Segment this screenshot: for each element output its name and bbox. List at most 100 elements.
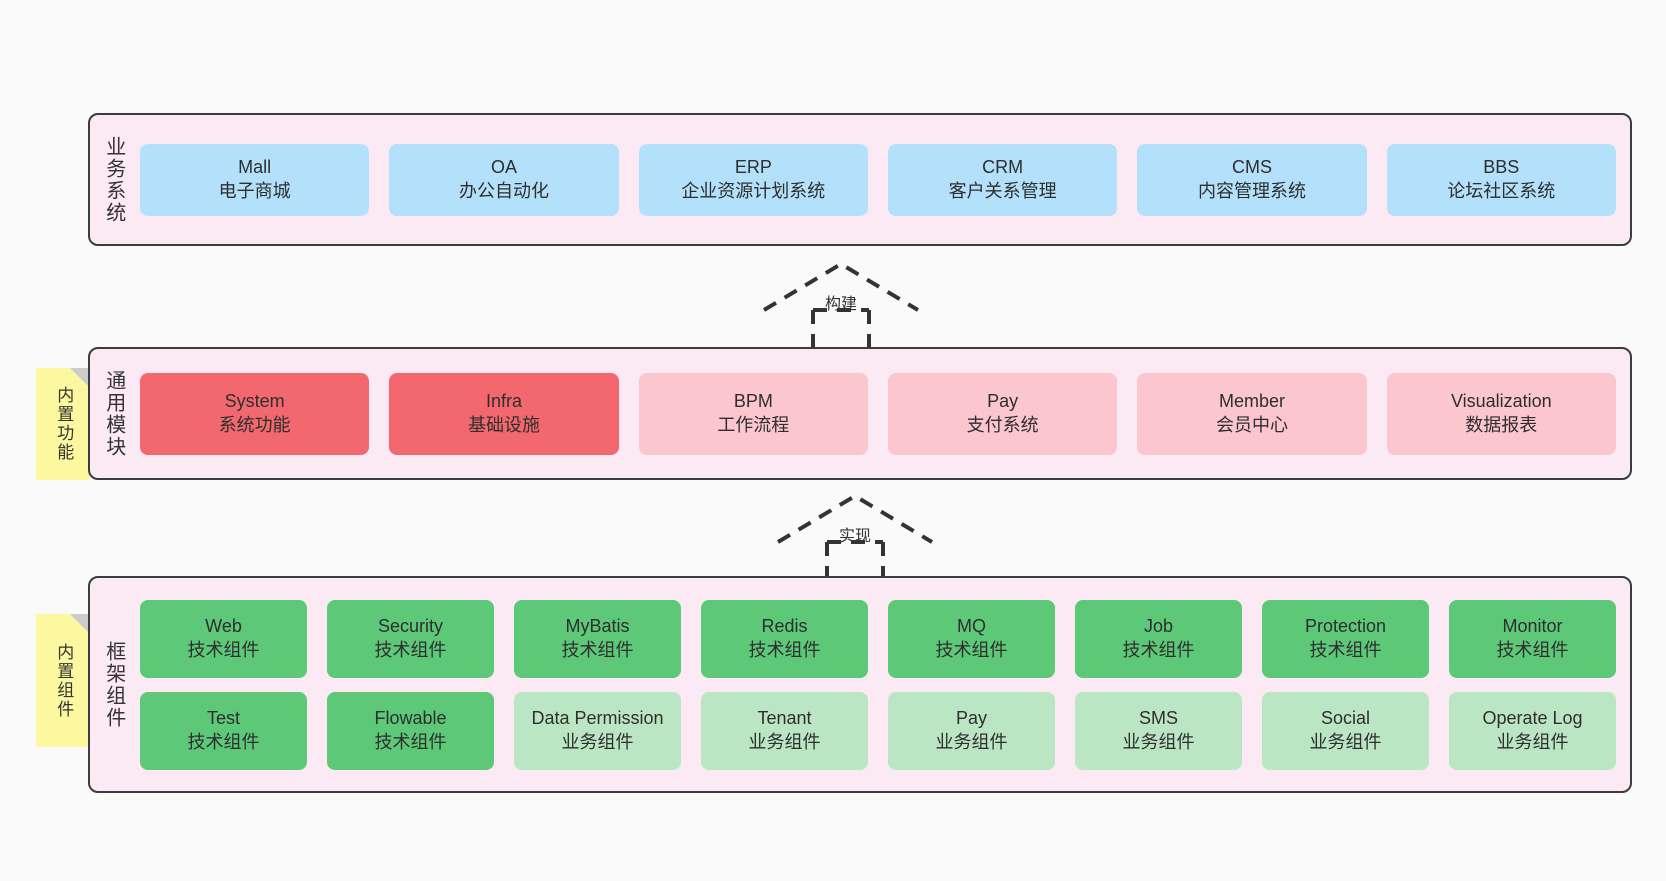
node-bbs-name: BBS	[1483, 156, 1520, 177]
layer-common-title: 通用模块	[102, 369, 125, 458]
layer-common-body: System 系统功能 Infra 基础设施 BPM 工作流程 Pay 支付系统…	[136, 349, 1630, 478]
node-tenant[interactable]: Tenant 业务组件	[701, 691, 868, 770]
node-erp[interactable]: ERP 企业资源计划系统	[638, 143, 868, 216]
node-bbs[interactable]: BBS 论坛社区系统	[1386, 143, 1616, 216]
node-cms[interactable]: CMS 内容管理系统	[1137, 143, 1367, 216]
node-tenant-name: Tenant	[757, 707, 812, 728]
node-sms-desc: 业务组件	[1122, 731, 1195, 752]
node-operate-log[interactable]: Operate Log 业务组件	[1449, 691, 1616, 770]
node-infra-name: Infra	[485, 390, 522, 411]
node-redis[interactable]: Redis 技术组件	[701, 599, 868, 678]
sticky-fold-icon	[70, 614, 90, 634]
node-job-desc: 技术组件	[1122, 639, 1195, 660]
arrow-build-label: 构建	[824, 296, 858, 313]
node-mq[interactable]: MQ 技术组件	[888, 599, 1055, 678]
node-social-desc: 业务组件	[1309, 731, 1382, 752]
layer-business-body: Mall 电子商城 OA 办公自动化 ERP 企业资源计划系统 CRM 客户关系…	[136, 115, 1630, 244]
node-monitor-name: Monitor	[1502, 615, 1563, 636]
node-mybatis-name: MyBatis	[565, 615, 630, 636]
node-test[interactable]: Test 技术组件	[140, 691, 307, 770]
node-system-desc: 系统功能	[218, 414, 291, 435]
node-redis-name: Redis	[761, 615, 808, 636]
node-bpm[interactable]: BPM 工作流程	[638, 372, 868, 455]
node-oa[interactable]: OA 办公自动化	[389, 143, 619, 216]
node-test-desc: 技术组件	[187, 731, 260, 752]
arrow-build-glyph	[762, 261, 920, 352]
node-crm-name: CRM	[982, 156, 1024, 177]
node-web-desc: 技术组件	[187, 639, 260, 660]
node-monitor[interactable]: Monitor 技术组件	[1449, 599, 1616, 678]
arrow-implement-label: 实现	[838, 528, 872, 545]
node-visualization[interactable]: Visualization 数据报表	[1386, 372, 1616, 455]
node-visualization-name: Visualization	[1450, 390, 1552, 411]
node-pay-component-name: Pay	[955, 707, 988, 728]
node-crm-desc: 客户关系管理	[948, 180, 1057, 201]
node-mq-desc: 技术组件	[935, 639, 1008, 660]
node-bbs-desc: 论坛社区系统	[1447, 180, 1556, 201]
node-protection-desc: 技术组件	[1309, 639, 1382, 660]
node-system-name: System	[224, 390, 285, 411]
sticky-note-builtin-components-label: 内置组件	[54, 642, 74, 719]
node-cms-name: CMS	[1231, 156, 1272, 177]
sticky-note-builtin-components: 内置组件	[36, 614, 90, 747]
node-protection-name: Protection	[1304, 615, 1387, 636]
node-mybatis[interactable]: MyBatis 技术组件	[514, 599, 681, 678]
node-mq-name: MQ	[957, 615, 986, 636]
node-flowable[interactable]: Flowable 技术组件	[327, 691, 494, 770]
node-oa-desc: 办公自动化	[458, 180, 549, 201]
node-test-name: Test	[206, 707, 240, 728]
arrow-implement: 实现	[770, 490, 940, 586]
node-social-name: Social	[1320, 707, 1371, 728]
layer-framework-row-technical: Web 技术组件 Security 技术组件 MyBatis 技术组件 Redi…	[140, 599, 1616, 678]
node-crm[interactable]: CRM 客户关系管理	[887, 143, 1118, 216]
node-system[interactable]: System 系统功能	[140, 372, 370, 455]
node-job[interactable]: Job 技术组件	[1075, 599, 1242, 678]
node-flowable-desc: 技术组件	[374, 731, 447, 752]
node-flowable-name: Flowable	[374, 707, 447, 728]
node-protection[interactable]: Protection 技术组件	[1262, 599, 1429, 678]
node-operate-log-name: Operate Log	[1482, 707, 1583, 728]
node-cms-desc: 内容管理系统	[1197, 180, 1306, 201]
node-data-permission[interactable]: Data Permission 业务组件	[514, 691, 681, 770]
layer-business-title: 业务系统	[102, 135, 125, 224]
node-member[interactable]: Member 会员中心	[1137, 372, 1367, 455]
arrow-build: 构建	[756, 258, 926, 354]
node-sms-name: SMS	[1138, 707, 1178, 728]
node-infra-desc: 基础设施	[467, 414, 540, 435]
node-mall-name: Mall	[238, 156, 272, 177]
layer-business-row: Mall 电子商城 OA 办公自动化 ERP 企业资源计划系统 CRM 客户关系…	[140, 143, 1616, 216]
node-infra[interactable]: Infra 基础设施	[389, 372, 619, 455]
node-web[interactable]: Web 技术组件	[140, 599, 307, 678]
node-tenant-desc: 业务组件	[748, 731, 821, 752]
node-pay-component[interactable]: Pay 业务组件	[888, 691, 1055, 770]
node-operate-log-desc: 业务组件	[1496, 731, 1569, 752]
node-bpm-name: BPM	[733, 390, 773, 411]
node-data-permission-name: Data Permission	[531, 707, 664, 728]
node-mybatis-desc: 技术组件	[561, 639, 634, 660]
sticky-note-builtin-features-label: 内置功能	[54, 386, 74, 462]
node-visualization-desc: 数据报表	[1465, 414, 1538, 435]
node-sms[interactable]: SMS 业务组件	[1075, 691, 1242, 770]
node-bpm-desc: 工作流程	[717, 414, 790, 435]
node-data-permission-desc: 业务组件	[561, 731, 634, 752]
node-security-desc: 技术组件	[374, 639, 447, 660]
node-member-desc: 会员中心	[1215, 414, 1288, 435]
layer-common-modules: 通用模块 System 系统功能 Infra 基础设施 BPM 工作流程 Pay…	[88, 347, 1632, 480]
node-pay-module[interactable]: Pay 支付系统	[887, 372, 1118, 455]
layer-common-row: System 系统功能 Infra 基础设施 BPM 工作流程 Pay 支付系统…	[140, 372, 1616, 455]
sticky-note-builtin-features: 内置功能	[36, 368, 90, 480]
node-redis-desc: 技术组件	[748, 639, 821, 660]
node-security[interactable]: Security 技术组件	[327, 599, 494, 678]
node-web-name: Web	[205, 615, 242, 636]
layer-framework-body: Web 技术组件 Security 技术组件 MyBatis 技术组件 Redi…	[136, 578, 1630, 791]
layer-framework-row-business: Test 技术组件 Flowable 技术组件 Data Permission …	[140, 691, 1616, 770]
node-mall[interactable]: Mall 电子商城	[140, 143, 370, 216]
layer-framework-title: 框架组件	[102, 640, 125, 729]
node-mall-desc: 电子商城	[218, 180, 291, 201]
sticky-fold-icon	[70, 368, 90, 388]
layer-business-systems: 业务系统 Mall 电子商城 OA 办公自动化 ERP 企业资源计划系统 CRM…	[88, 113, 1632, 246]
node-social[interactable]: Social 业务组件	[1262, 691, 1429, 770]
node-oa-name: OA	[490, 156, 517, 177]
node-monitor-desc: 技术组件	[1496, 639, 1569, 660]
